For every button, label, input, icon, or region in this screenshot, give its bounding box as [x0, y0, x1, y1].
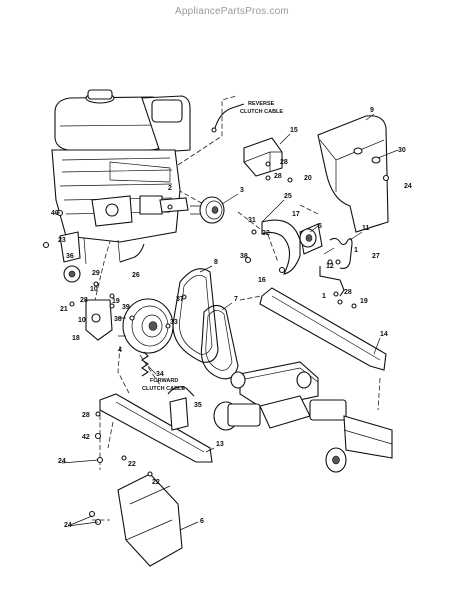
part-label: 13 [216, 441, 224, 448]
hardware-bolts [42, 161, 390, 526]
bracket-15 [243, 137, 283, 177]
part-label: 34 [156, 371, 164, 378]
part-label: 28 [280, 159, 288, 166]
part-label: 24 [58, 458, 66, 465]
part-label: 5 [318, 223, 322, 230]
part-number-labels: 9 15 30 2 3 28 28 20 24 40 25 31 32 17 5… [51, 107, 412, 529]
part-label: 28 [80, 297, 88, 304]
part-label: 9 [370, 107, 374, 114]
main-pulley [118, 298, 174, 354]
part-label: 22 [152, 479, 160, 486]
part-label: 38 [114, 316, 122, 323]
drive-belts [172, 268, 239, 380]
part-label: 7 [234, 296, 238, 303]
part-label: 35 [194, 402, 202, 409]
part-label: 15 [290, 127, 298, 134]
callout-forward-line1: FORWARD [150, 378, 178, 384]
spring-34 [141, 351, 149, 377]
belt-cover [317, 115, 389, 233]
transmission-assembly [213, 361, 393, 473]
part-label: 29 [92, 270, 100, 277]
leader-lines [56, 113, 399, 531]
part-label: 10 [90, 286, 98, 293]
part-label: 8 [214, 259, 218, 266]
cable-26 [119, 243, 145, 263]
part-label: 40 [51, 210, 59, 217]
drive-pulley [190, 196, 225, 224]
part-label: 39 [122, 304, 130, 311]
part-label: 11 [362, 225, 370, 232]
part-label: 36 [66, 253, 74, 260]
part-label: 37 [176, 296, 184, 303]
part-label: 30 [398, 147, 406, 154]
bracket-18 [85, 299, 113, 341]
rail-13 [99, 393, 213, 463]
part-label: 19 [360, 298, 368, 305]
part-label: 14 [380, 331, 388, 338]
watermark-text: AppliancePartsPros.com [175, 6, 289, 17]
part-label: 26 [132, 272, 140, 279]
callout-forward-line2: CLUTCH CABLE [142, 386, 185, 392]
part-label: 19 [112, 298, 120, 305]
part-label: 23 [58, 237, 66, 244]
part-label: 31 [248, 217, 256, 224]
part-label: 3 [240, 187, 244, 194]
part-label: 22 [128, 461, 136, 468]
part-label: 42 [82, 434, 90, 441]
belt-guide [261, 219, 323, 275]
part-label: 16 [258, 277, 266, 284]
bracket-35 [169, 397, 189, 431]
part-label: 2 [168, 185, 172, 192]
part-label: 4 [118, 347, 122, 354]
part-label: 25 [284, 193, 292, 200]
reverse-clutch-cable [211, 103, 245, 133]
part-label: 24 [64, 522, 72, 529]
callout-reverse-line1: REVERSE [248, 101, 275, 107]
forward-clutch-cable [167, 386, 195, 397]
part-label: 28 [344, 289, 352, 296]
part-label: 27 [372, 253, 380, 260]
part-label: 32 [262, 230, 270, 237]
part-label: 12 [326, 263, 334, 270]
part-label: 33 [170, 319, 178, 326]
part-label: 20 [304, 175, 312, 182]
part-label: 18 [72, 335, 80, 342]
part-label: 28 [82, 412, 90, 419]
engine-assembly [51, 89, 191, 265]
part-label: 28 [274, 173, 282, 180]
part-label: 24 [404, 183, 412, 190]
part-label: 17 [292, 211, 300, 218]
spring-11 [323, 237, 353, 269]
part-label: 6 [200, 518, 204, 525]
link-12 [319, 266, 345, 297]
part-label: 10 [78, 317, 86, 324]
part-label: 1 [322, 293, 326, 300]
part-label: 38 [240, 253, 248, 260]
callout-reverse-line2: CLUTCH CABLE [240, 109, 283, 115]
callouts: REVERSE CLUTCH CABLE FORWARD CLUTCH CABL… [142, 101, 283, 392]
rail-14 [259, 287, 387, 371]
part-label: 1 [354, 247, 358, 254]
part-label: 21 [60, 306, 68, 313]
idler-pulley [63, 265, 81, 283]
shield-6 [117, 473, 183, 567]
